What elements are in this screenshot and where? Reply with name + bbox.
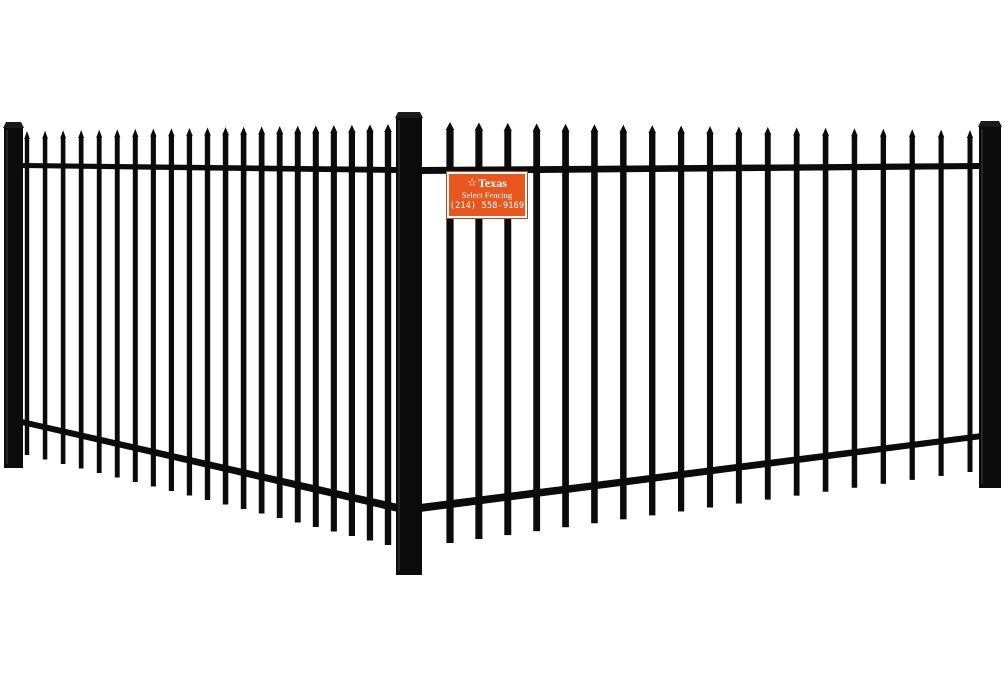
right-panel-pickets <box>445 122 974 543</box>
fence-posts <box>3 112 1002 575</box>
fence-picket <box>348 124 356 536</box>
fence-picket <box>222 127 229 505</box>
fence-picket <box>677 125 685 512</box>
fence-picket <box>384 124 392 545</box>
fence-picket <box>937 129 945 476</box>
fence-picket <box>764 126 772 500</box>
fence-picket <box>114 129 121 478</box>
corner-post <box>395 112 423 575</box>
fence-picket <box>276 126 284 518</box>
fence-picket <box>312 125 320 527</box>
fence-picket <box>186 127 193 496</box>
fence-picket <box>294 125 302 523</box>
fence-picket <box>24 131 30 455</box>
fence-picket <box>258 126 266 514</box>
left-top-rail <box>22 163 398 173</box>
fence-picket <box>330 125 338 532</box>
fence-picket <box>132 128 139 482</box>
fence-picket <box>590 124 599 524</box>
fence-picket <box>619 124 628 520</box>
fence-picket <box>735 126 743 504</box>
fence-picket <box>96 129 103 473</box>
fence-picket <box>445 122 455 543</box>
sign-brand: Texas <box>477 176 507 190</box>
fence-picket <box>648 125 656 516</box>
fence-picket <box>966 130 974 472</box>
fence-picket <box>532 123 541 532</box>
fence-picket <box>78 129 85 469</box>
sign-brand-row: ☆ Texas <box>449 176 525 190</box>
left-bottom-rail <box>22 419 398 512</box>
left-end-post <box>3 122 24 468</box>
fence-picket <box>822 127 829 492</box>
fence-picket <box>366 124 374 541</box>
company-sign: ☆ Texas Select Fencing (214) 558-9169 <box>446 171 528 219</box>
fence-picket <box>561 123 570 528</box>
right-end-post <box>978 121 1002 488</box>
fence-picket <box>150 128 157 487</box>
sign-subtitle: Select Fencing <box>461 190 513 200</box>
fence-picket <box>60 130 66 465</box>
left-panel-pickets <box>24 124 392 545</box>
fence-picket <box>706 126 714 508</box>
fence-picket <box>168 128 175 491</box>
fence-picket <box>851 128 858 488</box>
fence-picket <box>880 128 887 484</box>
fence-picket <box>474 122 484 540</box>
fence-picket <box>42 130 48 460</box>
fence-picket <box>909 129 916 480</box>
fence-rails <box>22 163 982 512</box>
right-top-rail <box>420 163 982 174</box>
fence-picket <box>793 127 801 496</box>
sign-phone: (214) 558-9169 <box>449 201 525 211</box>
fence-picket <box>503 122 512 536</box>
right-bottom-rail <box>420 433 982 512</box>
star-outline-icon: ☆ <box>467 176 477 189</box>
fence-picket <box>240 126 247 510</box>
fence-picket <box>204 127 211 500</box>
